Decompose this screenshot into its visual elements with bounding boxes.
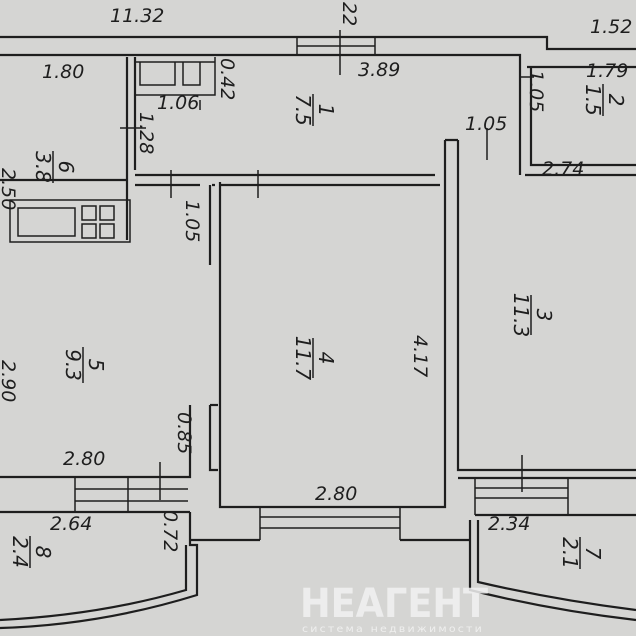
room-area: 2.1 bbox=[558, 537, 582, 569]
room-5-label: 5 9.3 bbox=[61, 347, 108, 383]
dim-room5-length: 2.90 bbox=[0, 360, 19, 402]
room-number: 1 bbox=[314, 104, 338, 117]
dim-room5-width: 2.80 bbox=[63, 448, 105, 470]
dim-room1-width: 3.89 bbox=[358, 59, 400, 81]
dim-right-top: 1.52 bbox=[590, 16, 632, 38]
room-number: 4 bbox=[314, 352, 338, 365]
room-number: 5 bbox=[84, 359, 108, 372]
room-number: 3 bbox=[532, 309, 556, 322]
room-area: 9.3 bbox=[61, 349, 85, 381]
dim-niche-depth: 0.42 bbox=[216, 58, 238, 100]
room-number: 2 bbox=[604, 94, 628, 107]
dim-niche-width: 1.06 bbox=[157, 92, 199, 114]
room-number: 6 bbox=[54, 161, 78, 174]
room-labels: 1 7.5 2 1.5 3 11.3 4 11.7 5 9.3 6 3.8 bbox=[8, 84, 628, 569]
dim-room3-width: 2.74 bbox=[542, 158, 584, 180]
walls bbox=[0, 35, 636, 630]
room-1-label: 1 7.5 bbox=[291, 94, 338, 126]
room-area: 2.4 bbox=[8, 536, 32, 568]
dim-balcony8-width: 2.64 bbox=[50, 513, 92, 535]
room-7-label: 7 2.1 bbox=[558, 537, 605, 569]
dim-room2-width: 1.79 bbox=[586, 60, 628, 82]
watermark-brand: НЕАГЕНТ bbox=[300, 581, 489, 627]
dim-room4-length: 4.17 bbox=[409, 335, 431, 377]
room-area: 1.5 bbox=[581, 84, 605, 116]
room-4-label: 4 11.7 bbox=[291, 336, 338, 381]
room-6-label: 6 3.8 bbox=[31, 151, 78, 183]
dim-room6-width: 1.80 bbox=[42, 61, 84, 83]
room-3-label: 3 11.3 bbox=[509, 293, 556, 338]
dim-door-1-28: 1.28 bbox=[135, 112, 157, 154]
dim-room6-length: 2.50 bbox=[0, 168, 19, 210]
room-2-label: 2 1.5 bbox=[581, 84, 628, 116]
room-area: 11.3 bbox=[509, 293, 533, 338]
dim-total-width: 11.32 bbox=[110, 5, 164, 27]
room-area: 11.7 bbox=[291, 336, 315, 381]
dim-wall-085: 0.85 bbox=[173, 412, 195, 454]
dim-room1-door: 1.05 bbox=[465, 113, 507, 135]
room-area: 7.5 bbox=[291, 94, 315, 126]
watermark-tagline: система недвижимости bbox=[302, 624, 484, 635]
room-number: 8 bbox=[31, 546, 55, 559]
dim-balcony8-depth: 0.72 bbox=[159, 510, 181, 552]
dim-top-partial: 22 bbox=[338, 2, 360, 26]
dim-room2-door: 1.05 bbox=[525, 70, 547, 112]
room-number: 7 bbox=[581, 547, 605, 560]
dimension-labels: 11.32 22 1.52 1.80 0.42 3.89 1.06 1.28 1… bbox=[0, 2, 632, 552]
room-area: 3.8 bbox=[31, 151, 55, 183]
watermark: НЕАГЕНТ система недвижимости bbox=[300, 581, 489, 635]
room-8-label: 8 2.4 bbox=[8, 536, 55, 568]
dim-balcony7-width: 2.34 bbox=[488, 513, 530, 535]
dim-corridor-door: 1.05 bbox=[181, 200, 203, 242]
dim-room4-width: 2.80 bbox=[315, 483, 357, 505]
dimension-ticks bbox=[120, 30, 534, 500]
